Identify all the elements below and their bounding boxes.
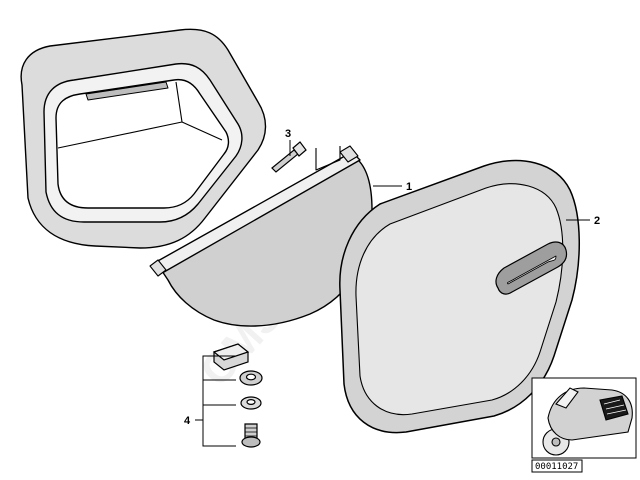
case-hatch: [603, 399, 627, 415]
part-number-box: [531, 459, 583, 473]
inner-liner-body: [159, 157, 373, 327]
screw-part-3: [271, 141, 307, 173]
case-shell-inner: [55, 78, 230, 209]
bracket-part-4: [195, 355, 236, 447]
callout-1: 1: [406, 181, 412, 193]
callout-4: 4: [184, 415, 191, 427]
front-wheel-hub: [551, 437, 561, 447]
leader-lines: [195, 140, 590, 447]
washer-hole: [246, 399, 256, 406]
motorcycle-thumbnail: 00011027: [531, 377, 637, 473]
windscreen: [555, 387, 579, 409]
case-shell: [20, 28, 267, 249]
motorcycle-icon: [542, 387, 633, 456]
bolt-thread-lines: [245, 427, 257, 437]
callout-2: 2: [594, 215, 600, 227]
inner-liner: [149, 145, 373, 327]
screw-shaft: [271, 149, 299, 173]
case-cover-handle-inset: [507, 255, 557, 285]
part-number: 00011027: [535, 462, 578, 472]
bolt-head: [241, 436, 261, 448]
screw-head: [292, 141, 307, 157]
inner-liner-bracket: [315, 146, 341, 171]
case-shell-back-edge: [175, 81, 183, 123]
grommet-hole: [245, 373, 257, 381]
callout-3: 3: [285, 128, 291, 140]
inner-liner-tab-left: [149, 259, 167, 277]
inner-liner-tab-right: [339, 145, 359, 163]
case-cover: [339, 159, 581, 434]
case-shell-handle-slot: [85, 81, 169, 101]
